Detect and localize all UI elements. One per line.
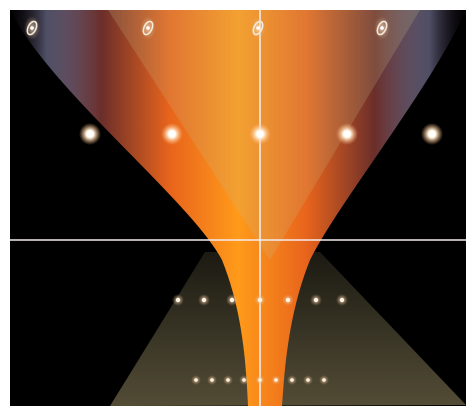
bottom-spot xyxy=(207,375,217,385)
bright-dot-row xyxy=(79,123,443,145)
bottom-spot xyxy=(239,375,249,385)
middle-spot xyxy=(282,294,294,306)
galaxy-row xyxy=(24,16,390,40)
galaxy-icon xyxy=(250,16,266,40)
bottom-spot xyxy=(271,375,281,385)
middle-spot xyxy=(254,294,266,306)
middle-spot xyxy=(172,294,184,306)
bright-spot xyxy=(249,123,271,145)
bottom-spot xyxy=(319,375,329,385)
bottom-spot xyxy=(255,375,265,385)
diagram-canvas xyxy=(10,10,466,406)
bright-spot xyxy=(336,123,358,145)
galaxy-icon xyxy=(24,16,40,40)
bottom-spot xyxy=(303,375,313,385)
bright-spot xyxy=(161,123,183,145)
middle-spot xyxy=(198,294,210,306)
bottom-dot-row xyxy=(191,375,329,385)
middle-spot xyxy=(336,294,348,306)
bottom-spot xyxy=(191,375,201,385)
middle-spot xyxy=(226,294,238,306)
middle-dot-row xyxy=(172,294,348,306)
middle-spot xyxy=(310,294,322,306)
light-beam xyxy=(10,10,466,406)
galaxy-icon xyxy=(374,16,390,40)
bottom-spot xyxy=(223,375,233,385)
bright-spot xyxy=(421,123,443,145)
galaxy-icon xyxy=(140,16,156,40)
bottom-spot xyxy=(287,375,297,385)
bright-spot xyxy=(79,123,101,145)
